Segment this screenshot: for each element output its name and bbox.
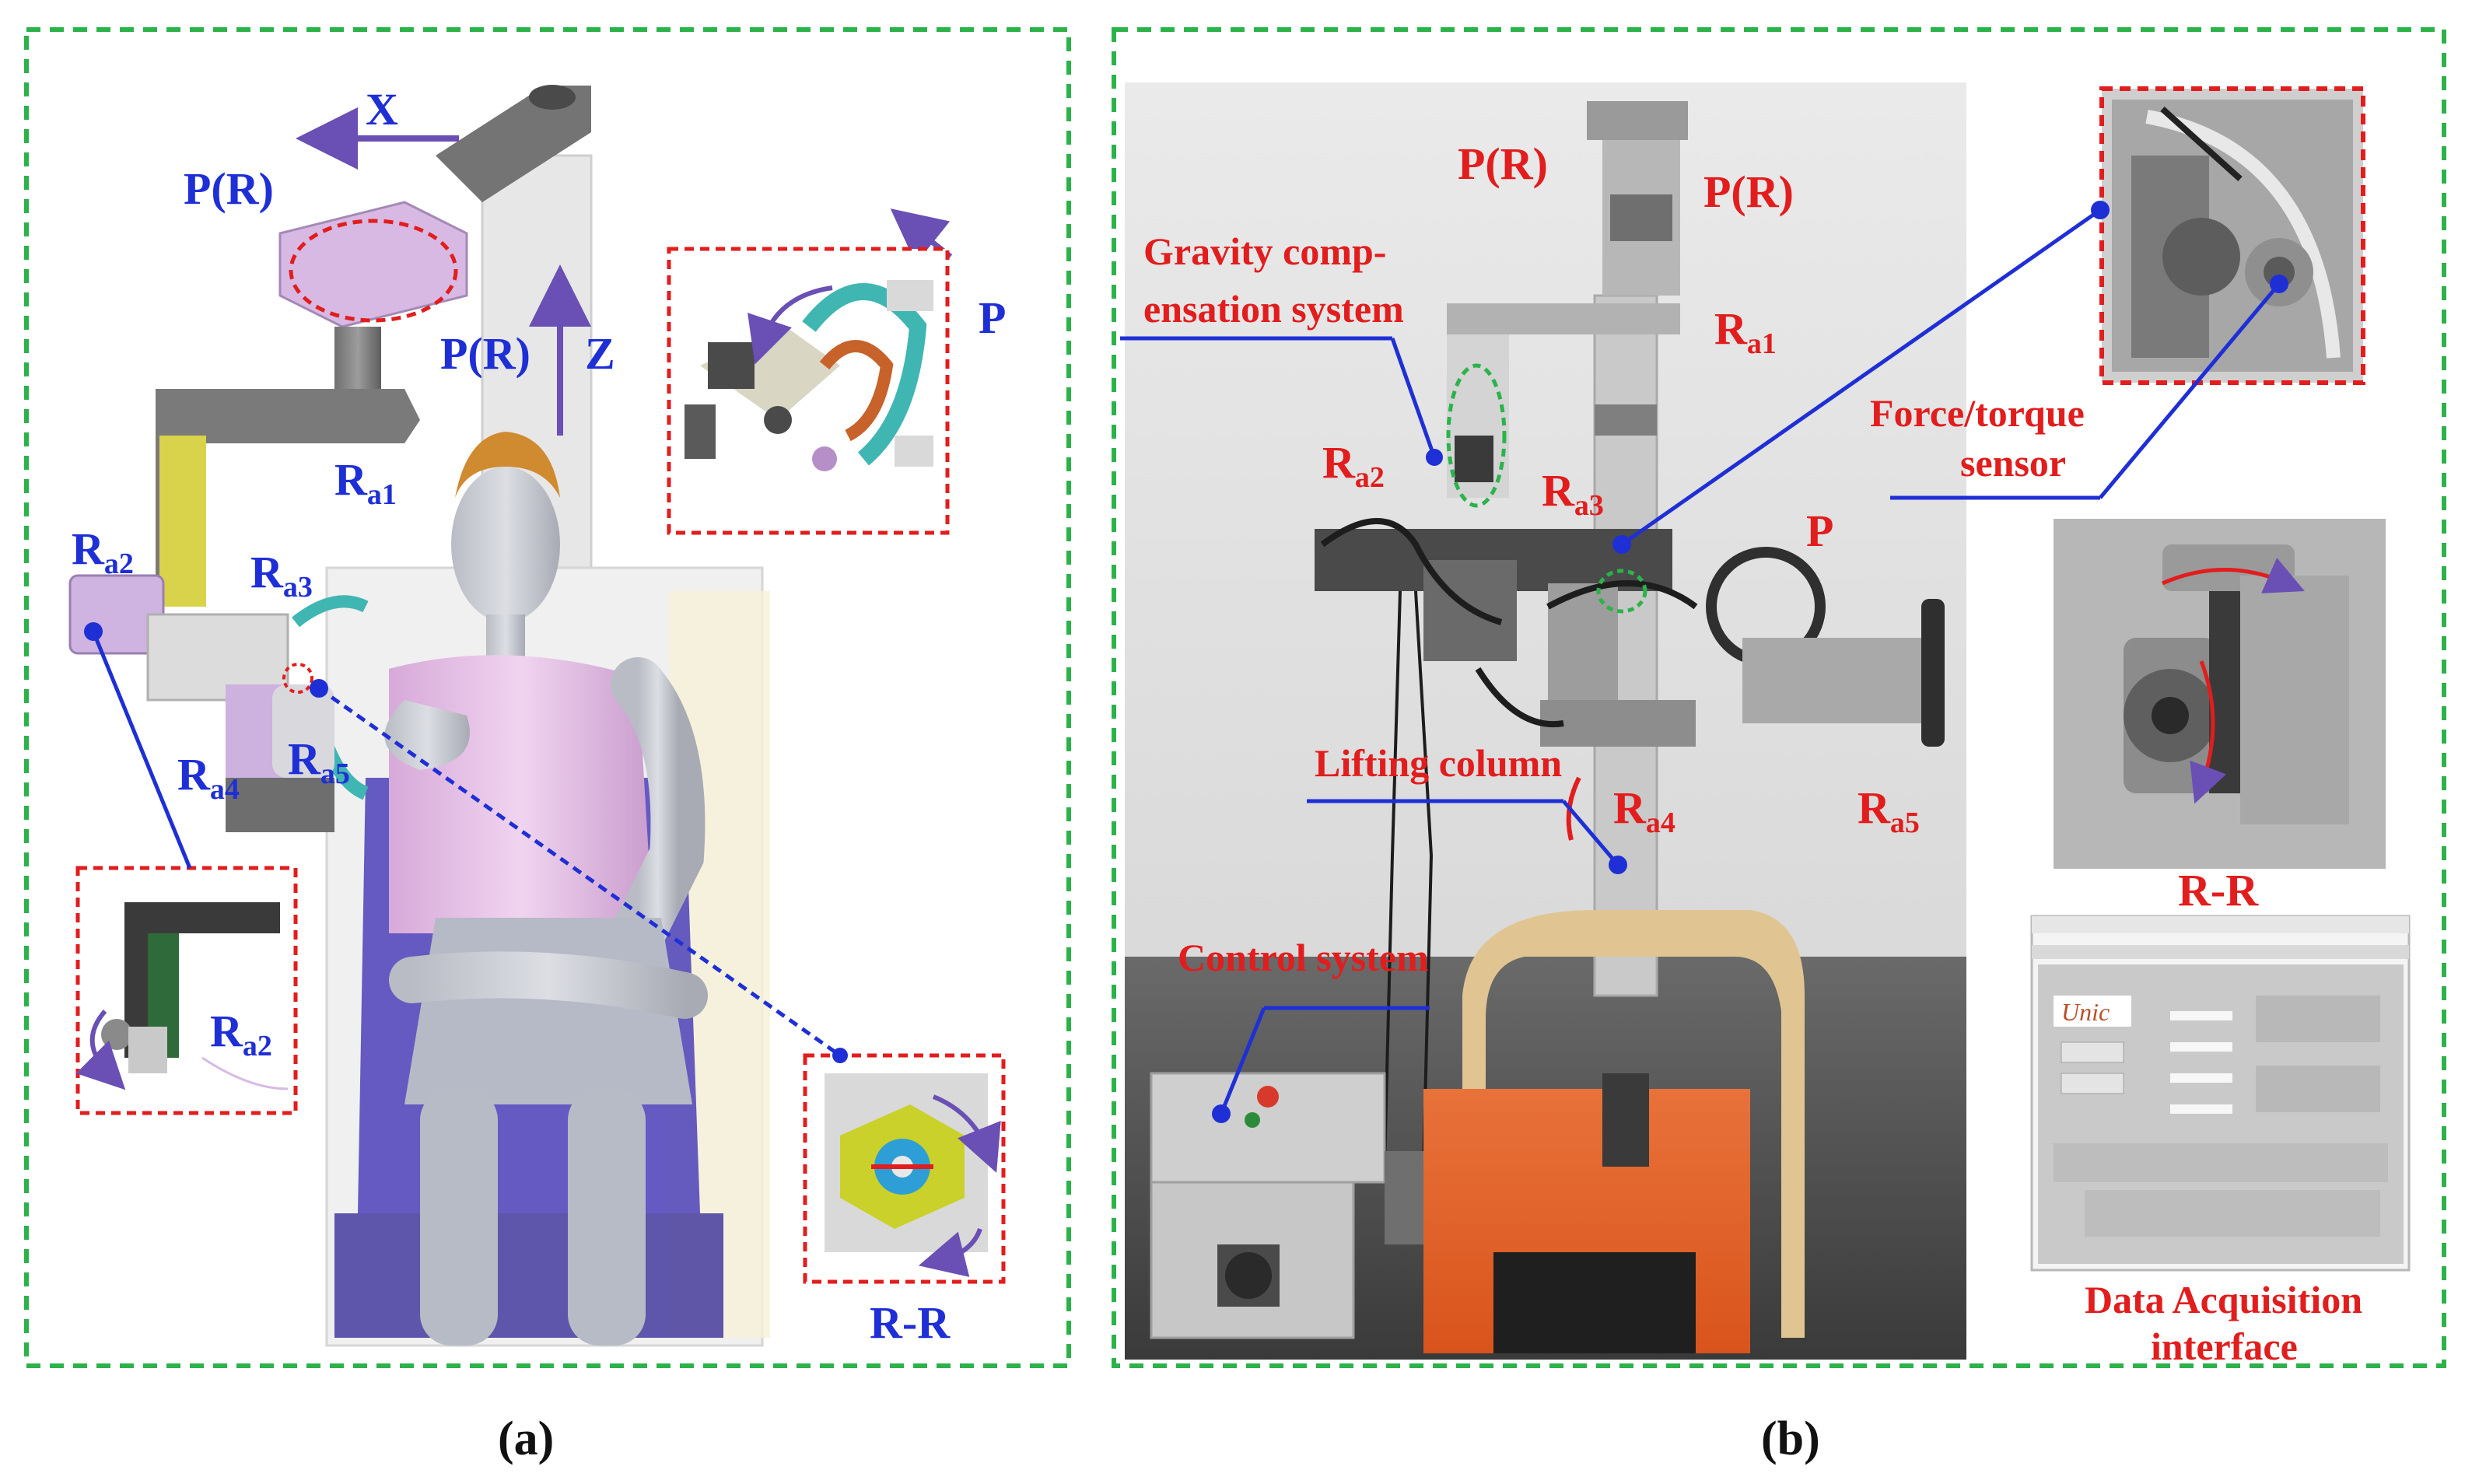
label-gravity-1: Gravity comp- bbox=[1143, 229, 1386, 273]
inset-rr bbox=[803, 1053, 1006, 1284]
daq-interface: Unic bbox=[2030, 915, 2411, 1272]
label-ra1: Ra1 bbox=[334, 454, 397, 511]
sensor-leader-dot-a bbox=[1612, 535, 1631, 554]
label-daq-2: interface bbox=[2151, 1325, 2298, 1368]
label-b-ra5: Ra5 bbox=[1858, 782, 1920, 839]
label-x: X bbox=[366, 84, 398, 135]
rr-leader-end-dot bbox=[832, 1048, 848, 1063]
label-p-r-top: P(R) bbox=[184, 163, 274, 214]
label-force-2: sensor bbox=[1960, 441, 2066, 485]
sensor-leader-dot-b bbox=[2091, 201, 2110, 219]
caption-b: (b) bbox=[1761, 1412, 1820, 1465]
rr-leader-dot bbox=[310, 679, 328, 698]
label-lifting: Lifting column bbox=[1315, 741, 1562, 785]
label-b-rr: R-R bbox=[2178, 865, 2259, 915]
panel-a: X Z P(R) P(R) P Ra1 Ra2 Ra3 Ra4 Ra5 Ra2 … bbox=[24, 27, 1071, 1465]
sensor-highlight-ellipse bbox=[1596, 569, 1647, 614]
lifting-leader-dot bbox=[1609, 856, 1627, 874]
control-leader-d bbox=[1219, 1007, 1266, 1115]
inset-ra2 bbox=[75, 866, 298, 1115]
daq-logo: Unic bbox=[2061, 998, 2110, 1026]
gravity-leader-diag bbox=[1390, 338, 1437, 458]
label-inset-ra2: Ra2 bbox=[210, 1006, 272, 1062]
label-gravity-2: ensation system bbox=[1143, 287, 1404, 331]
label-rr-a: R-R bbox=[870, 1297, 951, 1348]
label-ra4: Ra4 bbox=[177, 749, 240, 806]
label-z: Z bbox=[585, 328, 615, 379]
label-b-p-r-2: P(R) bbox=[1703, 166, 1794, 217]
inset-p-mechanism bbox=[667, 247, 950, 535]
label-ra5: Ra5 bbox=[288, 733, 350, 790]
label-b-p-r-1: P(R) bbox=[1458, 138, 1548, 189]
panel-b: Unic P(R) P(R) Gravity bbox=[1112, 27, 2446, 1465]
label-daq-1: Data Acquisition bbox=[2085, 1278, 2362, 1321]
label-ra3: Ra3 bbox=[250, 547, 313, 604]
caption-a: (a) bbox=[498, 1412, 554, 1465]
pr-highlight-ellipse bbox=[289, 219, 458, 323]
sensor-leader bbox=[1620, 208, 2102, 547]
gravity-leader-dot bbox=[1426, 449, 1443, 466]
force-torque-leader-d bbox=[2099, 282, 2281, 499]
gravity-highlight-ellipse bbox=[1446, 363, 1507, 508]
label-b-ra2: Ra2 bbox=[1322, 437, 1385, 494]
label-b-ra4: Ra4 bbox=[1613, 782, 1675, 839]
inset-force-sensor bbox=[2099, 86, 2365, 385]
photo-prototype bbox=[1125, 82, 1966, 1360]
label-p-inset: P bbox=[979, 292, 1006, 343]
label-b-ra3: Ra3 bbox=[1542, 465, 1604, 522]
ra2-leader bbox=[91, 631, 192, 869]
label-ra2: Ra2 bbox=[72, 523, 134, 580]
lifting-leader-d bbox=[1562, 800, 1619, 866]
rr-leader bbox=[317, 686, 842, 1058]
human-model bbox=[384, 432, 708, 1346]
label-b-p: P bbox=[1806, 506, 1833, 556]
label-control: Control system bbox=[1178, 936, 1429, 979]
label-force-1: Force/torque bbox=[1870, 391, 2085, 435]
ra2-leader-dot bbox=[84, 622, 103, 641]
control-leader-dot bbox=[1212, 1104, 1231, 1123]
label-p-r-mid: P(R) bbox=[440, 328, 530, 379]
rr-highlight-circle bbox=[282, 663, 313, 694]
inset-rr-photo bbox=[2054, 519, 2386, 869]
label-b-ra1: Ra1 bbox=[1714, 303, 1777, 360]
force-torque-leader-dot bbox=[2270, 275, 2288, 293]
